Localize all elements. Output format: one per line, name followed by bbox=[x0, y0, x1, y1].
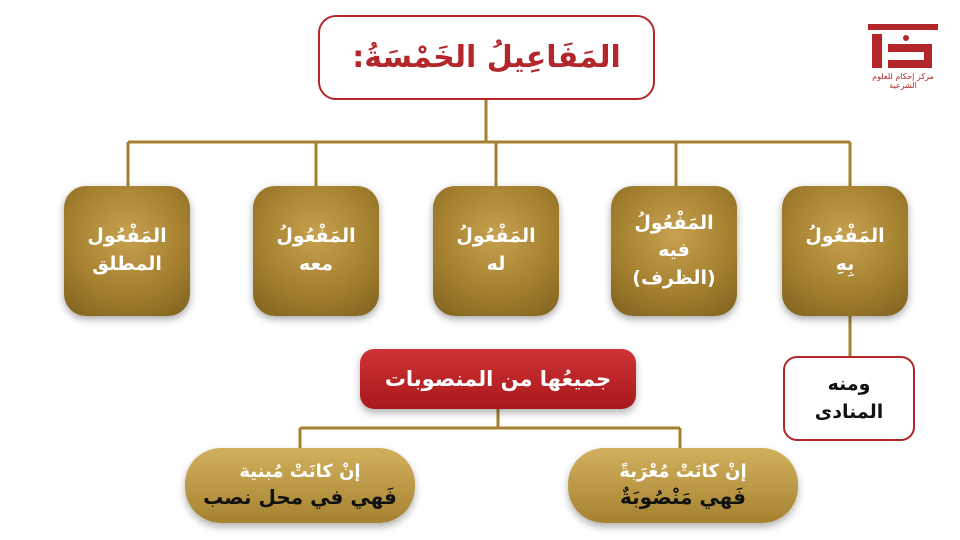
branch-condition: إنْ كانَتْ مُعْرَبةً bbox=[619, 460, 747, 482]
node-line: فيه bbox=[658, 239, 690, 262]
node-mafool-fihi: المَفْعُولُ فيه (الظرف) bbox=[611, 186, 737, 316]
ihkam-logo-icon bbox=[868, 24, 938, 68]
branch-murab: إنْ كانَتْ مُعْرَبةً فَهي مَنْصُوبَةٌ bbox=[568, 448, 798, 523]
branch-condition: إنْ كانَتْ مُبنية bbox=[239, 460, 361, 482]
node-mafool-bihi: المَفْعُولُ بِهِ bbox=[782, 186, 908, 316]
node-line: المَفْعُولُ bbox=[634, 211, 714, 234]
node-mafool-mutlaq: المَفْعُول المطلق bbox=[64, 186, 190, 316]
node-line: المَفْعُولُ bbox=[276, 225, 356, 248]
title-text: المَفَاعِيلُ الخَمْسَةُ: bbox=[352, 40, 621, 75]
munada-note: ومنه المنادى bbox=[783, 356, 915, 441]
node-line: بِهِ bbox=[835, 253, 855, 275]
node-mafool-maahu: المَفْعُولُ معه bbox=[253, 186, 379, 316]
node-line: المَفْعُولُ bbox=[805, 225, 885, 248]
node-line: (الظرف) bbox=[632, 266, 716, 289]
branch-mabni: إنْ كانَتْ مُبنية فَهي في محل نصب bbox=[185, 448, 415, 523]
branch-result: فَهي مَنْصُوبَةٌ bbox=[620, 485, 746, 510]
logo-caption: مركز إحكام للعلوم الشرعية bbox=[872, 72, 934, 90]
summary-pill: جميعُها من المنصوبات bbox=[360, 349, 636, 409]
node-line: المطلق bbox=[92, 253, 162, 275]
node-line: معه bbox=[299, 253, 334, 275]
summary-text: جميعُها من المنصوبات bbox=[384, 367, 612, 391]
node-line: المَفْعُول bbox=[87, 225, 167, 248]
node-line: المَفْعُولُ bbox=[456, 225, 536, 248]
node-mafool-lahu: المَفْعُولُ له bbox=[433, 186, 559, 316]
node-line: له bbox=[486, 253, 506, 275]
branch-result: فَهي في محل نصب bbox=[203, 485, 397, 510]
note-line: المنادى bbox=[814, 400, 884, 423]
diagram-title: المَفَاعِيلُ الخَمْسَةُ: bbox=[318, 15, 655, 100]
note-line: ومنه bbox=[827, 372, 871, 395]
